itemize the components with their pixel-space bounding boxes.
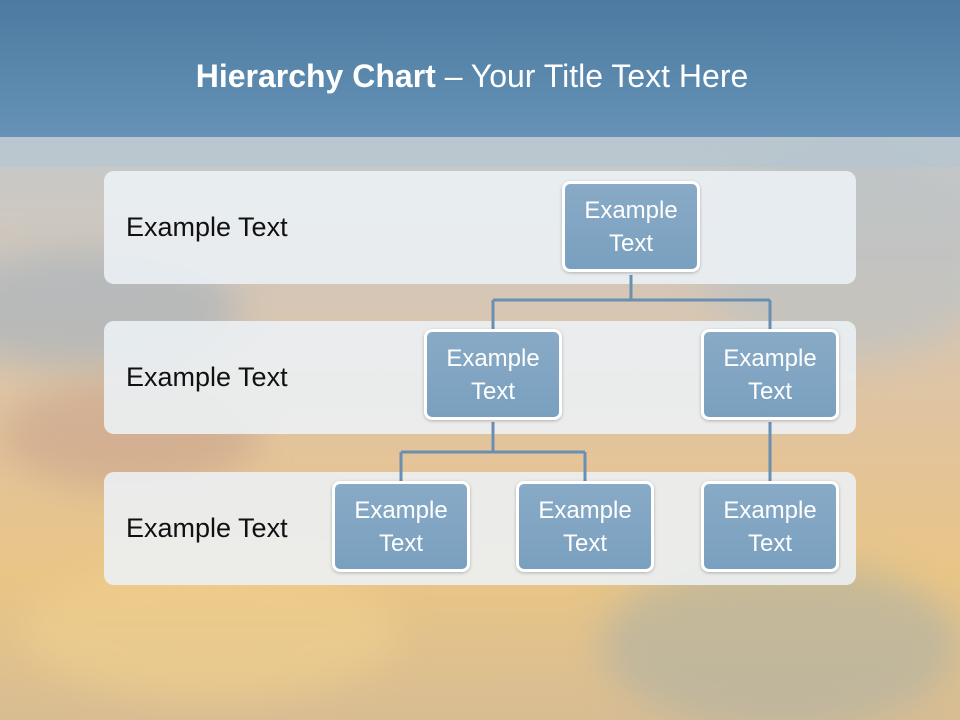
node-level2-right[interactable]: Example Text [701,329,839,420]
node-level2-left[interactable]: Example Text [424,329,562,420]
node-level3-c[interactable]: Example Text [701,481,839,572]
connector-root-to-level2 [491,275,772,329]
node-level3-a-label: Example Text [354,496,448,557]
node-root[interactable]: Example Text [562,181,700,272]
node-level3-c-label: Example Text [723,496,817,557]
level-band-1 [104,171,856,284]
background-cloud [600,560,960,720]
level-label-2[interactable]: Example Text [126,362,288,392]
node-level2-right-label: Example Text [723,344,817,405]
title-bar [0,0,960,137]
node-level3-b-label: Example Text [538,496,632,557]
title-bar-strip [0,137,960,167]
node-level2-left-label: Example Text [446,344,540,405]
connector-left-to-level3 [399,422,587,481]
node-level3-b[interactable]: Example Text [516,481,654,572]
node-root-label: Example Text [584,196,678,257]
slide-title-rest: – Your Title Text Here [435,58,749,94]
level-label-1[interactable]: Example Text [126,212,288,242]
level-label-3[interactable]: Example Text [126,513,288,543]
node-level3-a[interactable]: Example Text [332,481,470,572]
slide-title[interactable]: Hierarchy Chart – Your Title Text Here [0,56,944,96]
slide-title-bold: Hierarchy Chart [195,58,436,94]
